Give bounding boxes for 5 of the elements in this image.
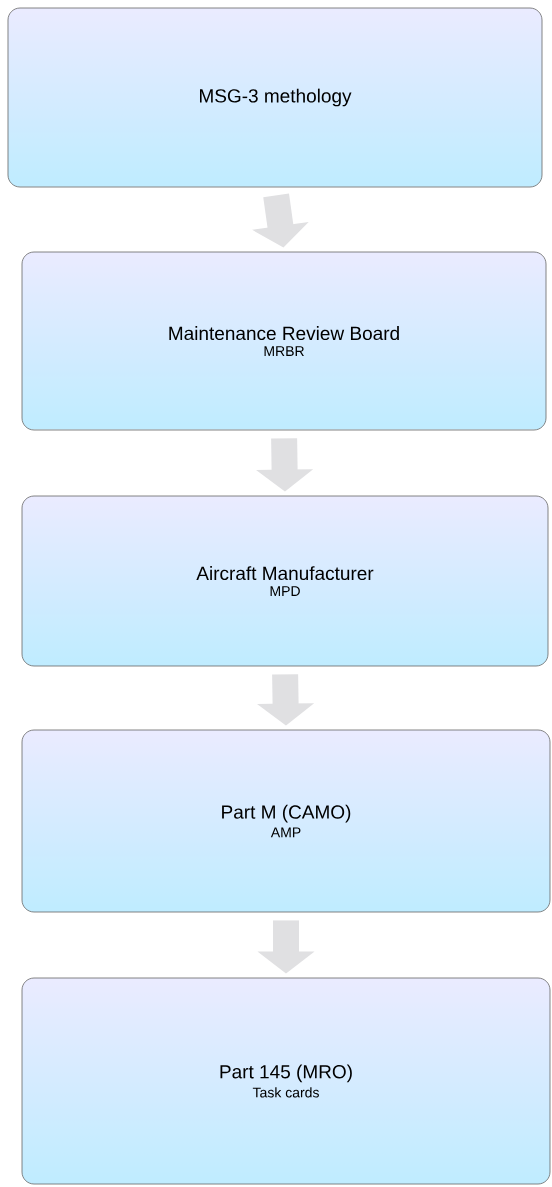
process-box: Part M (CAMO) AMP [21, 729, 551, 913]
process-box: Maintenance Review Board MRBR [21, 251, 547, 431]
process-box: MSG-3 methology [7, 7, 543, 188]
process-box: Aircraft Manufacturer MPD [21, 495, 549, 667]
process-box: Part 145 (MRO) Task cards [21, 977, 551, 1185]
